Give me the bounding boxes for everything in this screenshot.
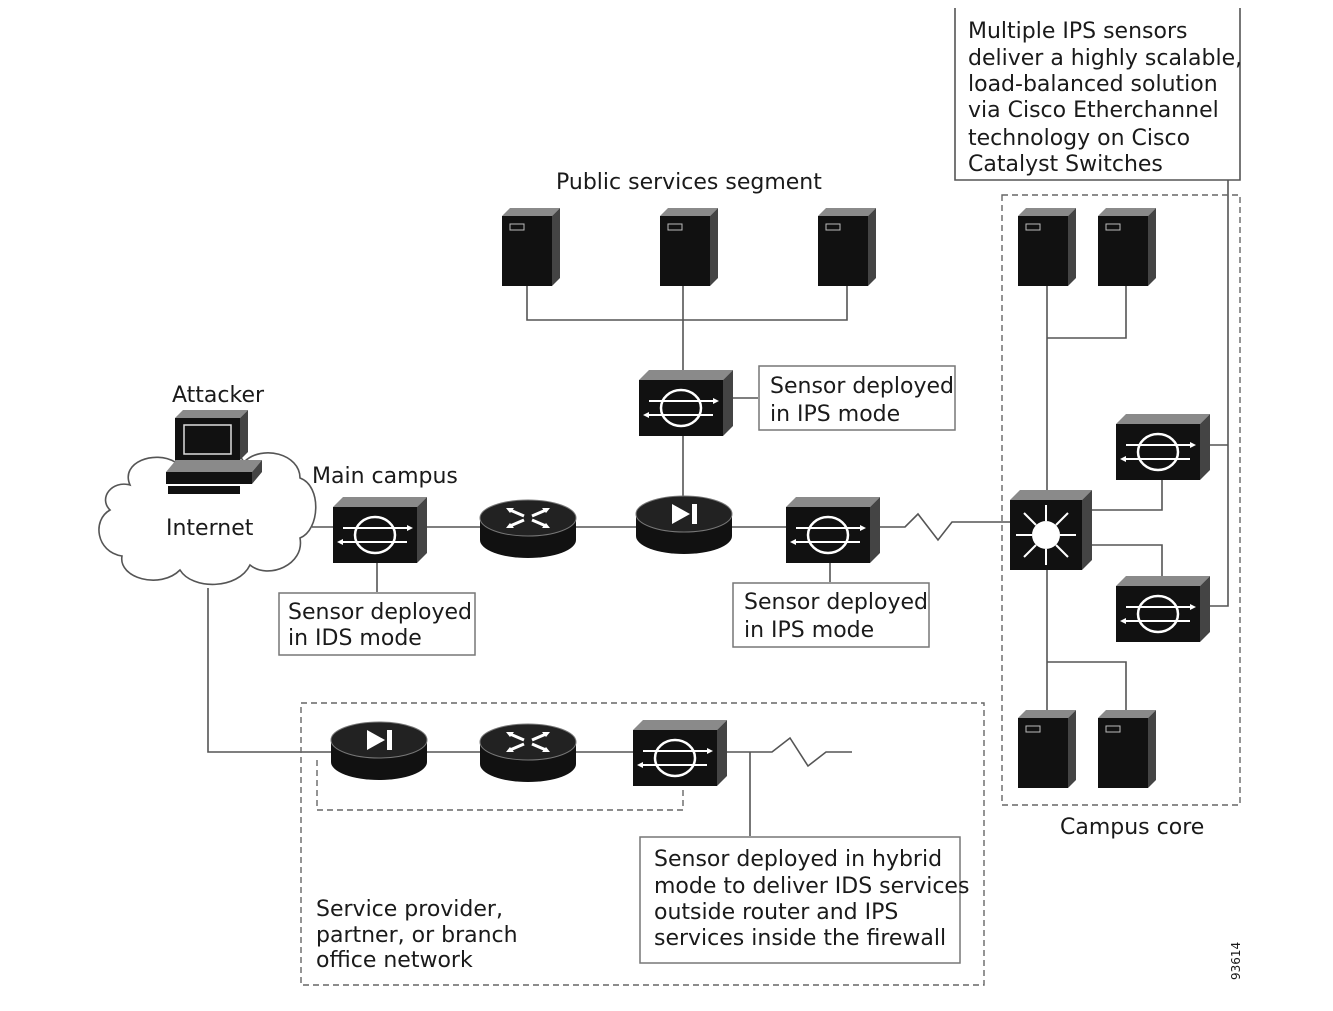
multiple-ips-label: Multiple IPS sensors deliver a highly sc… (968, 19, 1249, 177)
figure-id: 93614 (1229, 942, 1243, 980)
hybrid-label: Sensor deployed in hybrid mode to delive… (654, 847, 976, 951)
connections (207, 180, 1229, 836)
server-icon (501, 207, 561, 287)
sensor-ids-label: Sensor deployed in IDS mode (288, 600, 479, 651)
hybrid-sensor-icon (631, 718, 729, 788)
sensor-ips-top-label: Sensor deployed in IPS mode (770, 374, 961, 427)
ips-sensor-icon (1114, 412, 1212, 482)
service-provider-region (300, 702, 985, 986)
server-icon (659, 207, 719, 287)
multiple-ips-box (954, 8, 1241, 181)
attacker-label: Attacker (172, 383, 265, 408)
ids-sensor-icon (331, 495, 429, 565)
server-icon (1097, 709, 1157, 789)
router-icon (478, 498, 578, 560)
sensor-ips-top-box (758, 365, 956, 431)
router-icon (478, 722, 578, 784)
main-campus-label: Main campus (312, 464, 458, 489)
sensor-ips-mid-label: Sensor deployed in IPS mode (744, 590, 935, 643)
campus-core-region (1001, 194, 1241, 806)
internet-label: Internet (166, 516, 254, 541)
server-icon (1017, 709, 1077, 789)
sensor-ids-box (278, 592, 476, 656)
switch-icon (1009, 489, 1093, 571)
ips-sensor-icon (1114, 574, 1212, 644)
server-icon (817, 207, 877, 287)
firewall-icon (330, 721, 428, 781)
sensor-ips-mid-box (732, 582, 930, 648)
public-services-label: Public services segment (556, 170, 822, 195)
campus-core-label: Campus core (1060, 815, 1204, 840)
service-provider-label: Service provider, partner, or branch off… (316, 897, 525, 973)
hybrid-box (639, 836, 961, 964)
firewall-icon (635, 495, 733, 555)
server-icon (1017, 207, 1077, 287)
workstation-icon (166, 410, 262, 494)
ips-sensor-icon (784, 495, 882, 565)
server-icon (1097, 207, 1157, 287)
ips-sensor-icon (637, 368, 735, 438)
